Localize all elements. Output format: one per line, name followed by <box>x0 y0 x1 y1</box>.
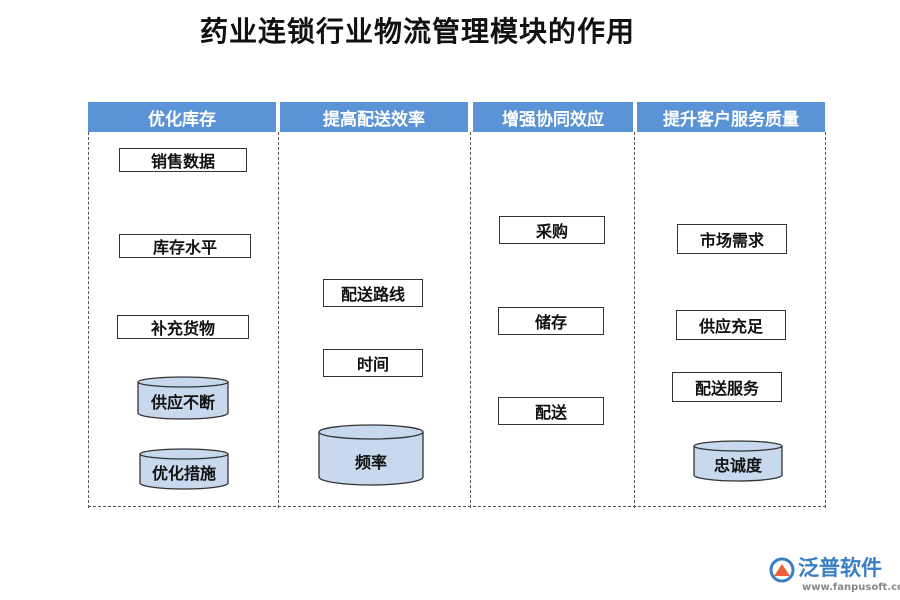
column-header-customer-service: 提升客户服务质量 <box>637 102 825 132</box>
cylinder-shape <box>318 424 424 486</box>
box-delivery-route: 配送路线 <box>323 279 423 307</box>
bottom-divider <box>88 506 826 507</box>
box-replenish-goods: 补充货物 <box>117 315 249 339</box>
column-divider <box>825 132 826 508</box>
column-divider <box>88 132 89 508</box>
cylinder-shape <box>139 448 229 490</box>
cylinder-label: 频率 <box>354 453 387 472</box>
brand-name: 泛普软件 <box>798 556 882 580</box>
cylinder-shape <box>137 376 229 420</box>
column-divider <box>634 132 635 508</box>
cylinder-optimization-measures: 优化措施 <box>139 448 229 490</box>
cylinder-shape <box>693 440 783 482</box>
box-sales-data: 销售数据 <box>119 148 247 172</box>
box-delivery-service: 配送服务 <box>672 372 782 402</box>
diagram-title: 药业连锁行业物流管理模块的作用 <box>200 15 636 48</box>
cylinder-label: 优化措施 <box>151 464 216 483</box>
box-procurement: 采购 <box>499 216 605 244</box>
box-time: 时间 <box>323 349 423 377</box>
cylinder-label: 供应不断 <box>150 393 215 412</box>
box-market-demand: 市场需求 <box>677 224 787 254</box>
box-storage: 储存 <box>498 307 604 335</box>
column-header-delivery-efficiency: 提高配送效率 <box>280 102 468 132</box>
box-inventory-level: 库存水平 <box>119 234 251 258</box>
brand-url: www.fanpusoft.com <box>802 582 900 593</box>
cylinder-label: 忠诚度 <box>713 456 762 475</box>
column-divider <box>470 132 471 508</box>
column-divider <box>278 132 279 508</box>
box-delivery: 配送 <box>498 397 604 425</box>
cylinder-continuous-supply: 供应不断 <box>137 376 229 420</box>
cylinder-frequency: 频率 <box>318 424 424 486</box>
fanpu-logo-icon <box>769 557 795 583</box>
cylinder-loyalty: 忠诚度 <box>693 440 783 482</box>
column-header-optimize-inventory: 优化库存 <box>88 102 276 132</box>
brand-logo: 泛普软件 www.fanpusoft.com <box>768 552 900 598</box>
box-adequate-supply: 供应充足 <box>676 310 786 340</box>
column-header-synergy: 增强协同效应 <box>473 102 633 132</box>
